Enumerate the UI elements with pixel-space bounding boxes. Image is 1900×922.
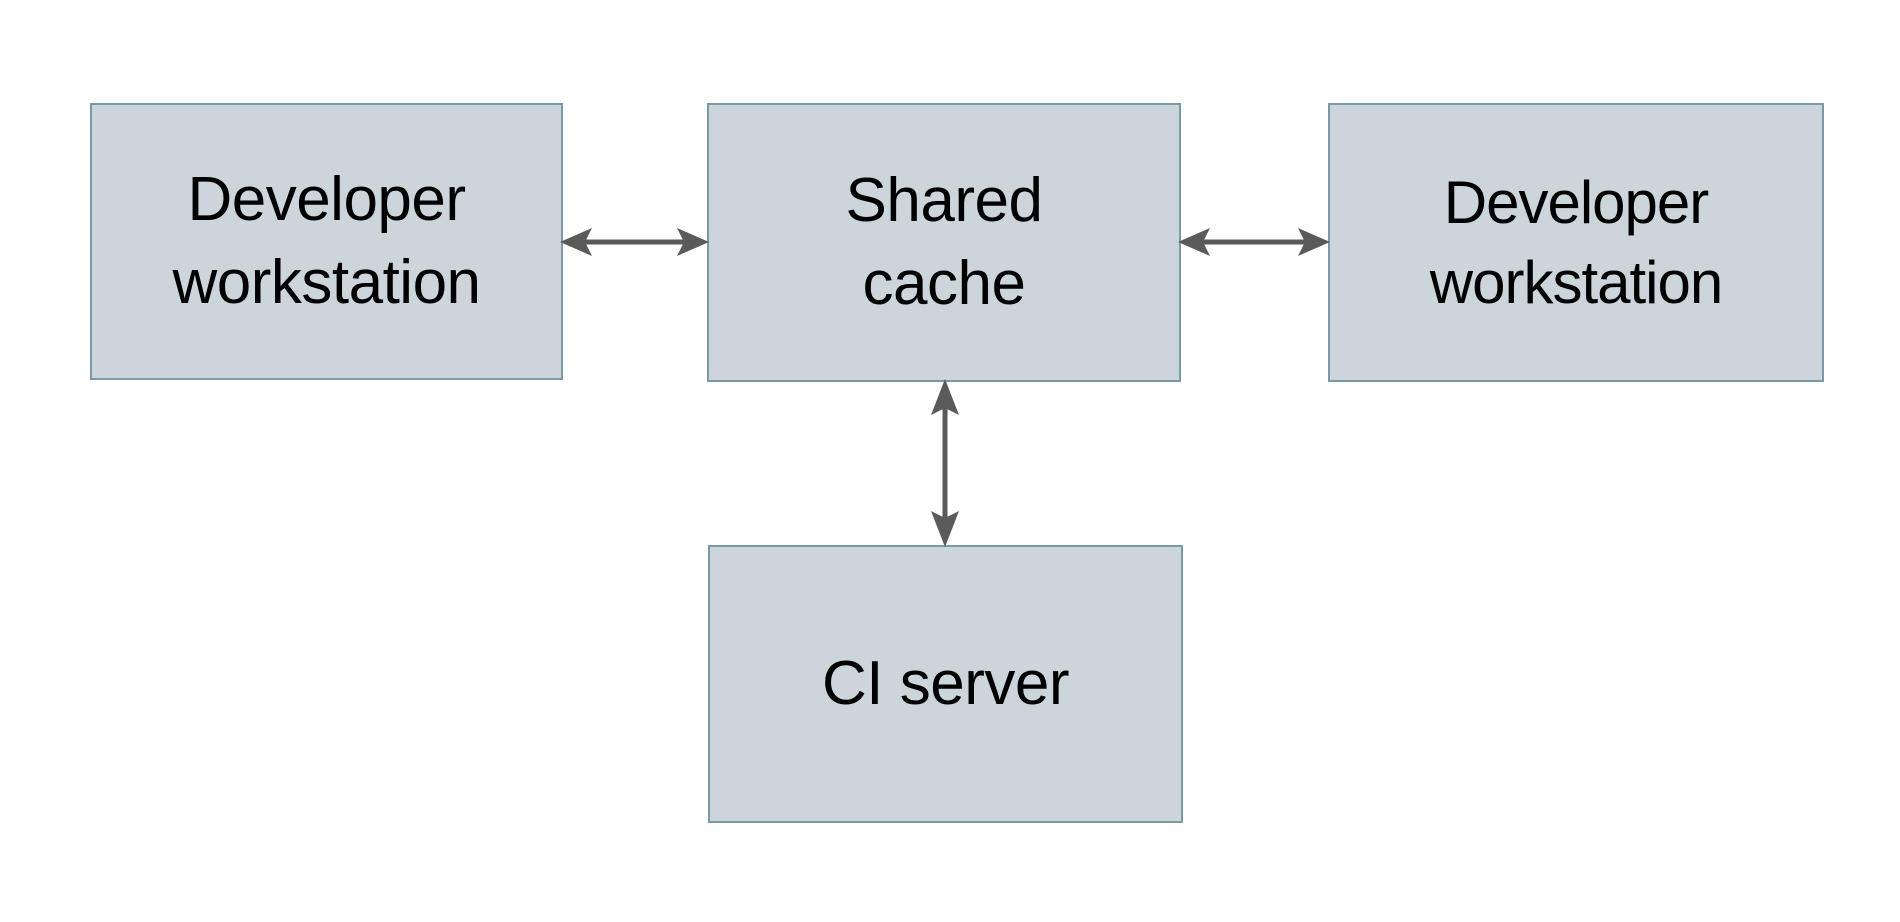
connector-dev-left-to-shared-cache[interactable] [558,211,711,273]
connector-shared-cache-to-dev-right[interactable] [1176,211,1332,273]
connector-shared-cache-to-ci-server[interactable] [914,377,976,549]
node-developer-workstation-right[interactable]: Developer workstation [1328,103,1824,382]
node-label-shared-cache: Shared cache [845,166,1043,318]
node-label-developer-workstation-right: Developer workstation [1429,168,1723,316]
node-label-developer-workstation-left: Developer workstation [172,165,481,317]
node-shared-cache[interactable]: Shared cache [707,103,1181,382]
node-label-ci-server: CI server [822,648,1069,718]
node-ci-server[interactable]: CI server [708,545,1183,823]
node-developer-workstation-left[interactable]: Developer workstation [90,103,563,380]
